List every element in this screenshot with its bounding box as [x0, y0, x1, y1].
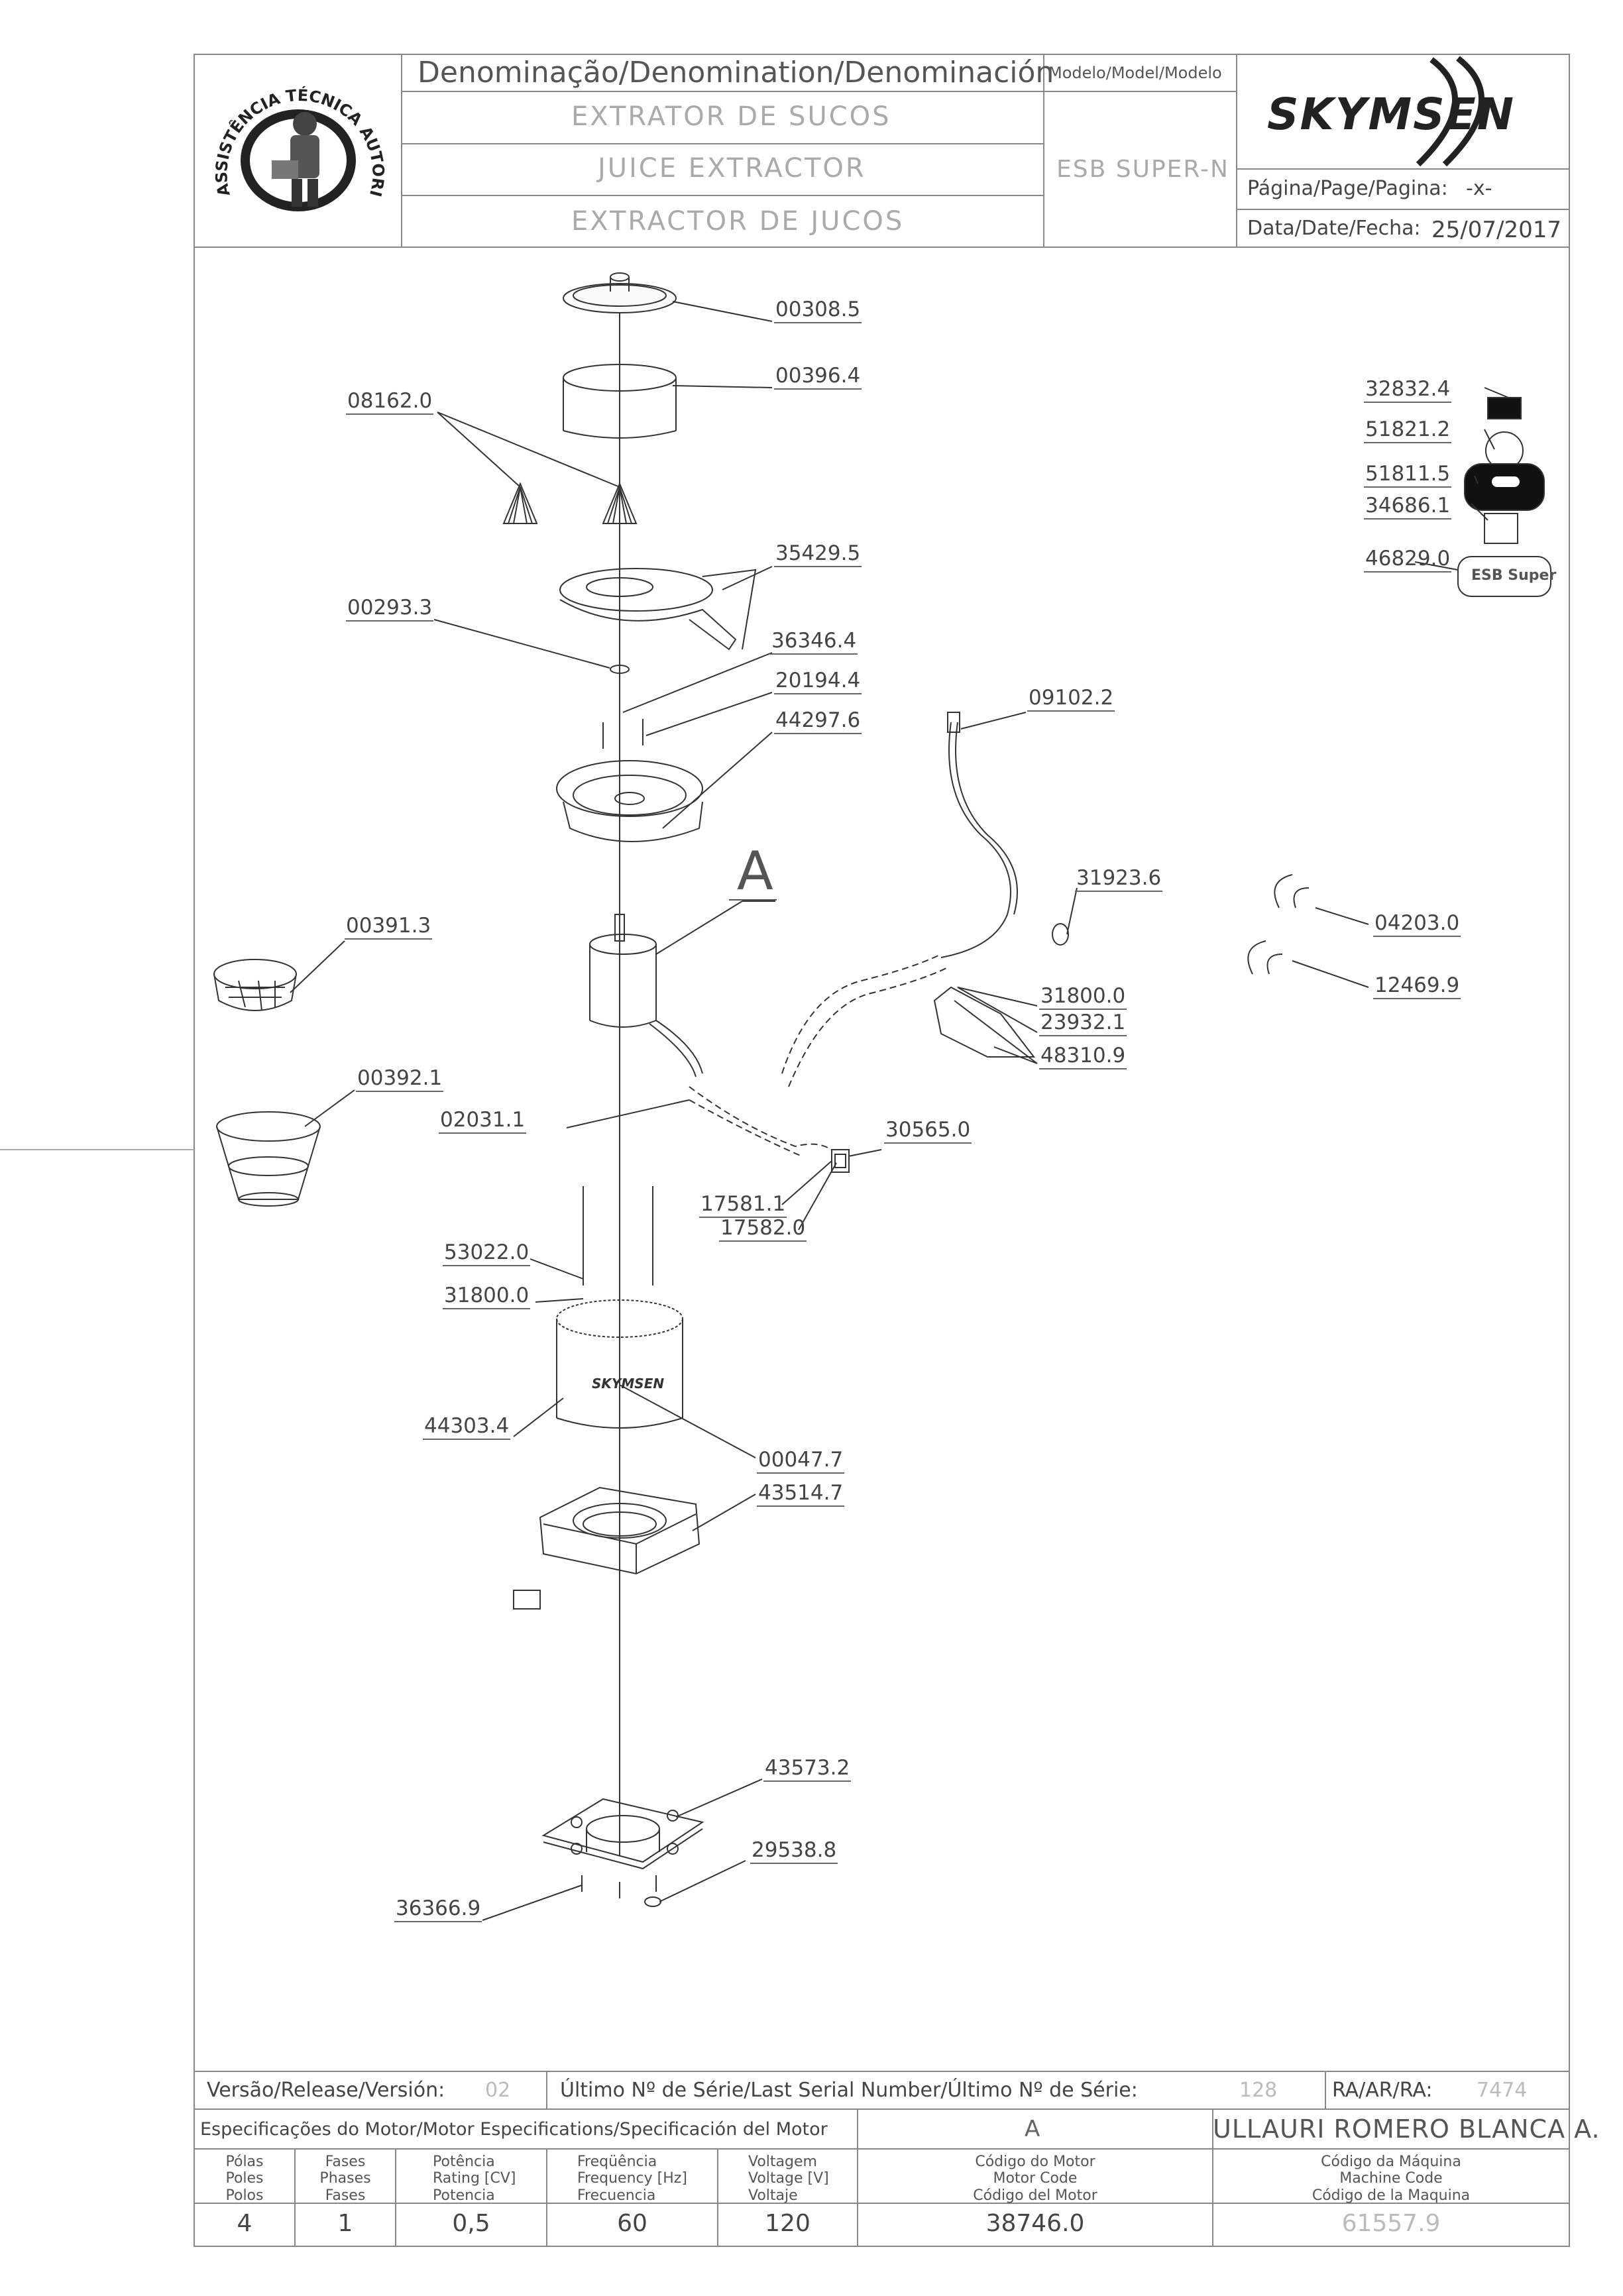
ra-value: 7474	[1477, 2079, 1528, 2102]
part-number-accessory-1: 32832.4	[1364, 379, 1452, 403]
col-header-poles: Pólas Poles Polos	[225, 2154, 264, 2204]
page-value: -x-	[1466, 177, 1492, 200]
motor-housing-part	[556, 1299, 683, 1429]
lid-part	[563, 283, 677, 313]
motor-part	[589, 914, 703, 1077]
part-number-screw-b: 20194.4	[774, 671, 862, 694]
name-pt: EXTRATOR DE SUCOS	[571, 101, 891, 132]
part-number-accessory-4: 34686.1	[1364, 496, 1452, 519]
machine-code-value: 61557.9	[1341, 2210, 1441, 2237]
part-number-strainer: 00391.3	[345, 916, 433, 940]
motor-spec-label: Especificações do Motor/Motor Especifica…	[200, 2119, 828, 2140]
name-es: EXTRACTOR DE JUCOS	[571, 206, 905, 237]
col-header-phases: Fases Phases Fases	[319, 2154, 371, 2204]
part-number-funnel-cup: 00392.1	[356, 1068, 444, 1092]
part-number-power-cord: 09102.2	[1027, 688, 1115, 712]
part-number-cup: 00396.4	[774, 366, 862, 390]
part-number-cover-a: 23932.1	[1039, 1012, 1127, 1036]
accessory-badge-text: ESB Super	[1471, 567, 1557, 584]
detail-annotation: A	[737, 840, 773, 902]
model-value: ESB SUPER-N	[1056, 156, 1229, 183]
part-number-spring-a: 04203.0	[1373, 913, 1461, 937]
date-value: 25/07/2017	[1431, 217, 1561, 243]
model-label: Modelo/Model/Modelo	[1048, 64, 1222, 82]
part-number-spout-bowl: 35429.5	[774, 543, 862, 567]
author-name: ULLAURI ROMERO BLANCA A.	[1213, 2114, 1600, 2144]
authorized-service-stamp: ASSISTÊNCIA TÉCNICA AUTORIZADA	[205, 61, 394, 243]
part-number-terminal-b: 17582.0	[719, 1218, 807, 1242]
col-header-frequency: Freqüência Frequency [Hz] Frecuencia	[577, 2154, 687, 2204]
basket-part	[556, 760, 703, 842]
detail-annotation-underline	[729, 899, 777, 901]
motor-housing-logo: SKYMSEN	[592, 1376, 665, 1392]
part-number-lid: 00308.5	[774, 300, 862, 323]
strainer-part	[213, 959, 297, 1011]
ra-label: RA/AR/RA:	[1332, 2079, 1433, 2102]
denomination-label: Denominação/Denomination/Denominación	[418, 56, 1054, 89]
voltage-value: 120	[765, 2210, 811, 2237]
serial-value: 128	[1239, 2079, 1278, 2102]
version-value: 02	[485, 2079, 511, 2102]
part-number-nut: 31800.0	[443, 1285, 531, 1309]
part-number-base: 43514.7	[757, 1483, 845, 1507]
reamer-part	[502, 482, 538, 524]
phases-value: 1	[337, 2210, 353, 2237]
serial-label: Último Nº de Série/Last Serial Number/Úl…	[560, 2079, 1138, 2102]
rating-value: 0,5	[452, 2210, 490, 2237]
part-number-harness: 02031.1	[439, 1110, 527, 1134]
version-label: Versão/Release/Versión:	[207, 2079, 445, 2102]
part-number-cord-grommet: 31923.6	[1075, 868, 1163, 892]
part-number-motor-housing: 44303.4	[423, 1416, 511, 1440]
name-en: JUICE EXTRACTOR	[598, 153, 866, 184]
col-header-rating: Potência Rating [CV] Potencia	[433, 2154, 516, 2204]
part-number-accessory-2: 51821.2	[1364, 419, 1452, 443]
part-number-bottom-screw: 36366.9	[394, 1898, 482, 1922]
page-label: Página/Page/Pagina:	[1247, 177, 1448, 200]
part-number-sticker: 00047.7	[757, 1450, 845, 1474]
part-number-screw-a: 36346.4	[770, 631, 858, 655]
poles-value: 4	[237, 2210, 252, 2237]
col-header-motor-code: Código do Motor Motor Code Código del Mo…	[973, 2154, 1097, 2204]
part-number-cover-b: 48310.9	[1039, 1046, 1127, 1069]
motor-code-value: 38746.0	[985, 2210, 1085, 2237]
reamer-part	[602, 482, 638, 524]
base-part	[513, 1486, 700, 1610]
bottom-plate-part	[541, 1798, 704, 1870]
col-header-voltage: Voltagem Voltage [V] Voltaje	[748, 2154, 829, 2204]
part-number-foot: 29538.8	[750, 1840, 838, 1864]
part-number-washer: 00293.3	[346, 598, 434, 622]
col-header-machine-code: Código da Máquina Machine Code Código de…	[1312, 2154, 1471, 2204]
part-number-terminal-a: 17581.1	[699, 1194, 787, 1218]
part-number-bottom-plate: 43573.2	[763, 1758, 852, 1782]
part-number-accessory-3: 51811.5	[1364, 464, 1452, 488]
frequency-value: 60	[617, 2210, 647, 2237]
part-number-rod: 53022.0	[443, 1242, 531, 1266]
funnel-cup-part	[216, 1111, 321, 1207]
part-number-clip-a: 31800.0	[1039, 986, 1127, 1010]
part-number-accessory-5: 46829.0	[1364, 549, 1452, 573]
date-label: Data/Date/Fecha:	[1247, 217, 1421, 240]
part-number-reamers: 08162.0	[346, 391, 434, 415]
spout-bowl-part	[559, 568, 757, 651]
part-number-spring-b: 12469.9	[1373, 975, 1461, 999]
part-number-basket: 44297.6	[774, 710, 862, 734]
motor-spec-value: A	[1025, 2116, 1040, 2142]
part-number-switch: 30565.0	[884, 1120, 972, 1144]
